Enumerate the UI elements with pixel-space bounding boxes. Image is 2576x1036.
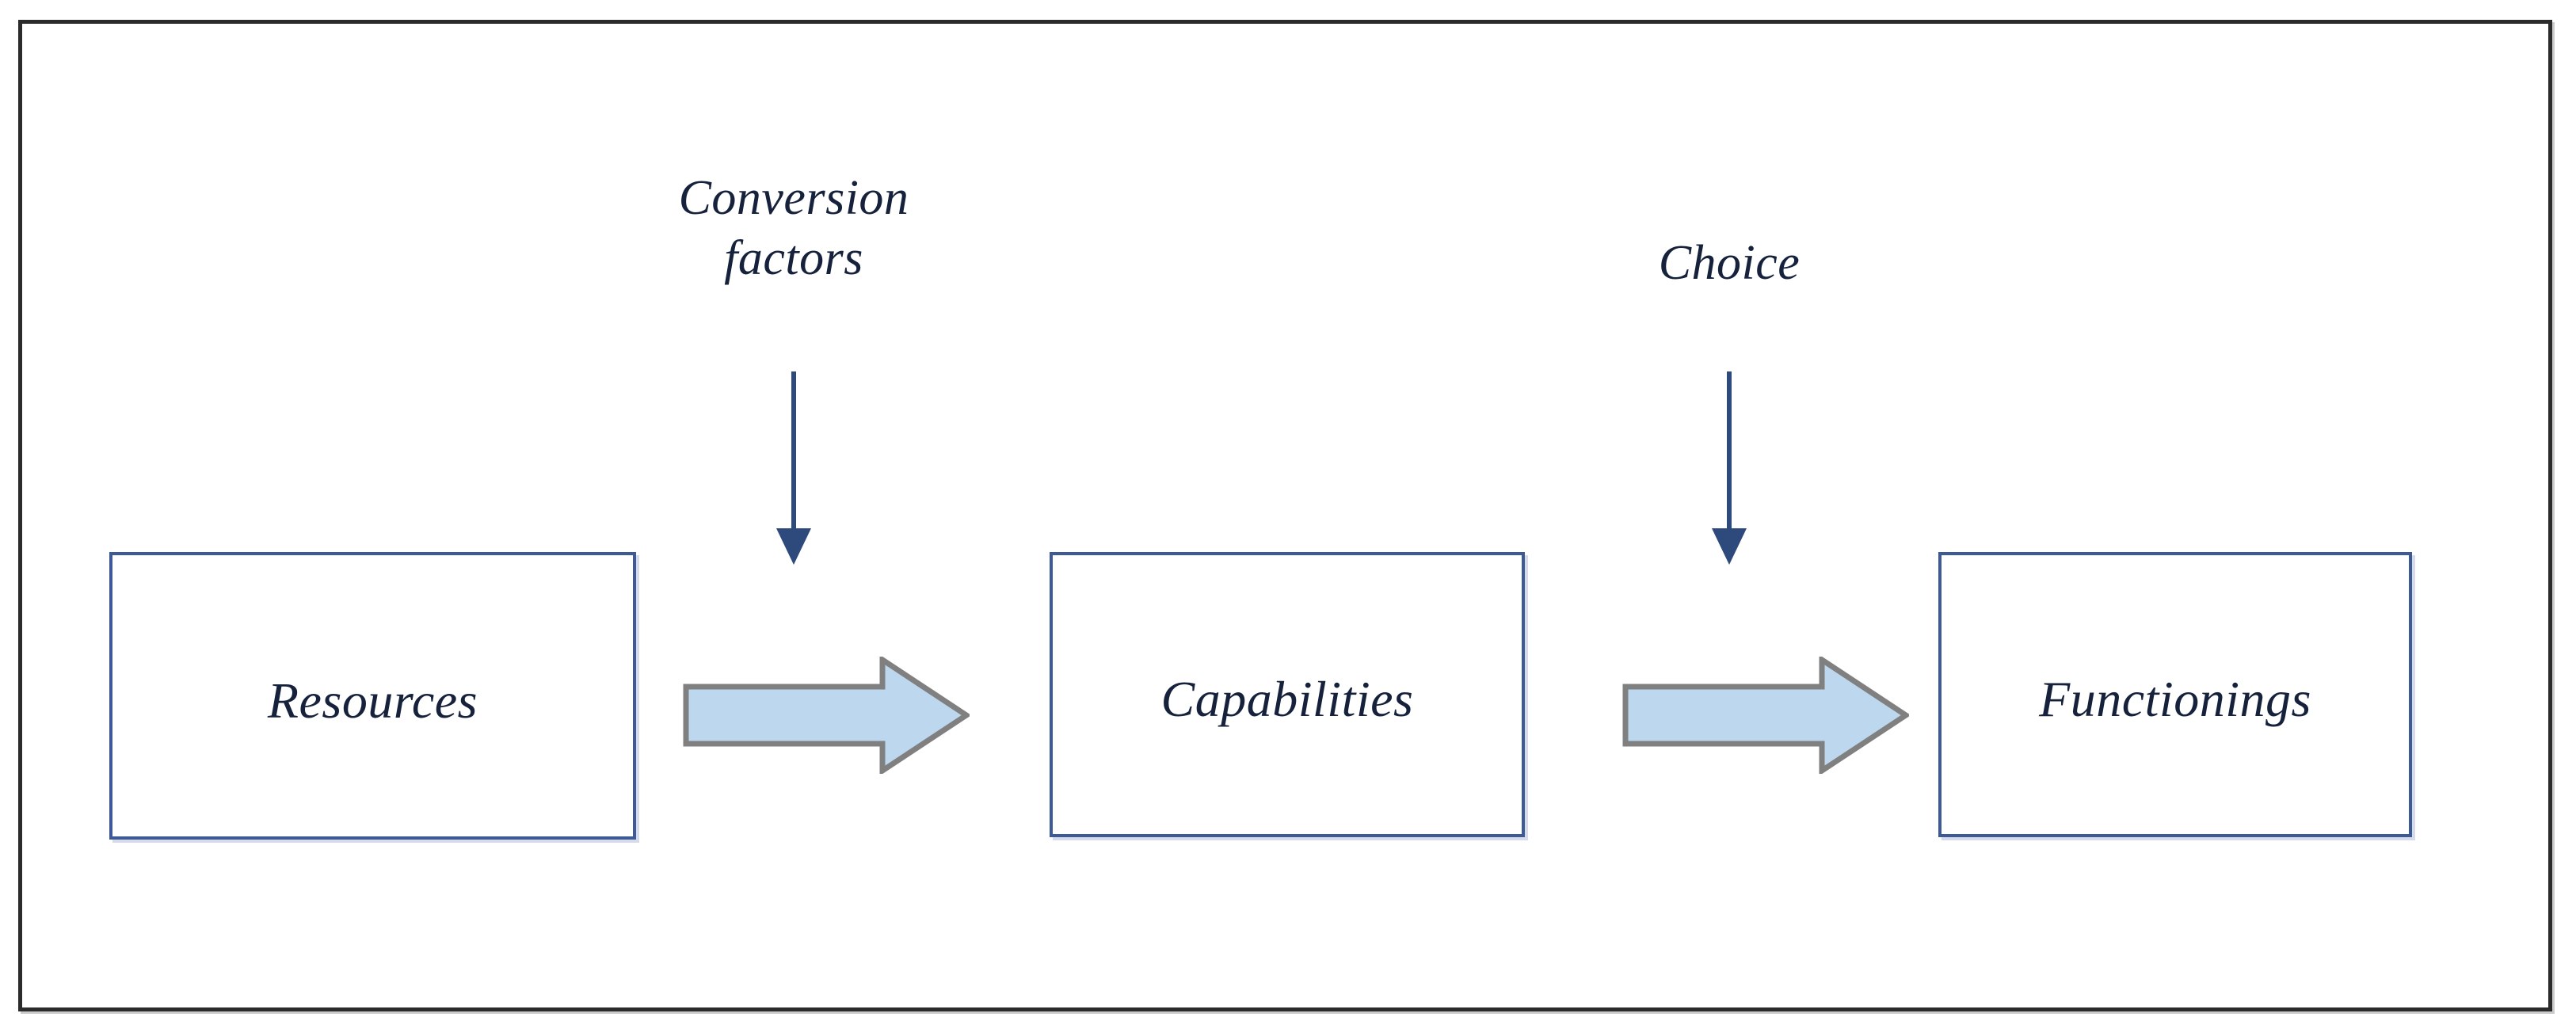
node-label-capabilities: Capabilities — [1160, 671, 1414, 727]
node-label-resources: Resources — [267, 672, 478, 729]
down-arrow-icon — [776, 371, 811, 565]
annotation-arrow-conversion-factors — [766, 370, 821, 566]
annotation-label-choice: Choice — [1658, 236, 1801, 290]
diagram-outer-frame: Resources Capabilities Functionings Conv… — [18, 20, 2552, 1011]
node-box-capabilities[interactable]: Capabilities — [1050, 552, 1525, 837]
block-arrow-icon — [683, 657, 970, 774]
block-arrow-icon — [1622, 657, 1909, 774]
node-box-resources[interactable]: Resources — [109, 552, 636, 840]
annotation-arrow-choice — [1701, 370, 1757, 566]
node-box-functionings[interactable]: Functionings — [1938, 552, 2412, 837]
node-label-functionings: Functionings — [2039, 671, 2311, 727]
annotation-label-conversion-factors: Conversion factors — [678, 171, 909, 285]
flow-arrow-capabilities-to-functionings — [1622, 657, 1909, 774]
flow-arrow-resources-to-capabilities — [683, 657, 970, 774]
down-arrow-icon — [1712, 371, 1747, 565]
